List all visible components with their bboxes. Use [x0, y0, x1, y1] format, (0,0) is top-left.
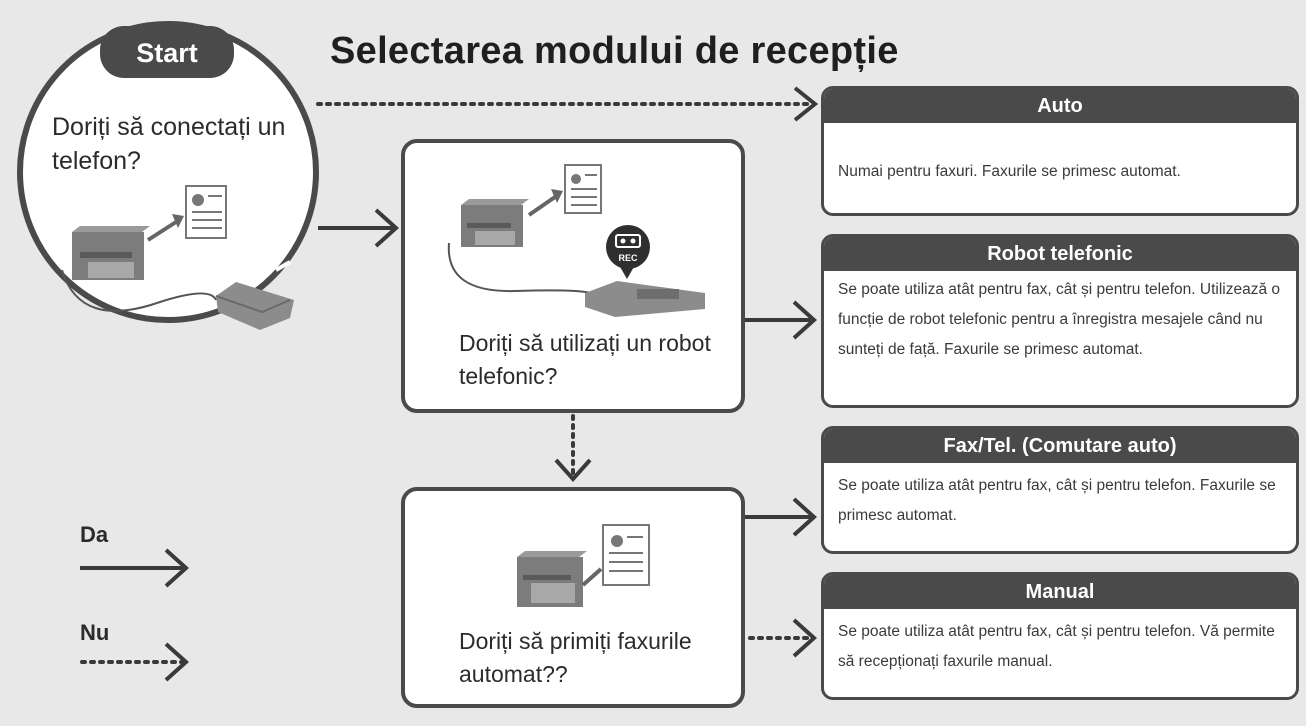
arrow-start-to-q1	[318, 208, 399, 248]
printer-icon	[61, 226, 217, 312]
mode-box-answering-machine: Robot telefonic Se poate utiliza atât pe…	[821, 234, 1299, 408]
page-title: Selectarea modului de recepție	[330, 30, 899, 72]
mode-title: Robot telefonic	[824, 237, 1296, 271]
arrow-q2-to-faxtel	[745, 497, 817, 537]
legend-yes-arrow	[80, 548, 189, 588]
arrow-q2-to-manual	[748, 618, 817, 658]
mode-description: Se poate utiliza atât pentru fax, cât și…	[838, 477, 1276, 524]
question-box-auto-receive: Doriți să primiți faxurile automat??	[401, 487, 745, 708]
start-label: Start	[136, 38, 198, 68]
document-icon	[602, 524, 650, 586]
question-text: Doriți să utilizați un robot telefonic?	[459, 330, 711, 389]
rec-icon: REC	[606, 225, 650, 279]
legend-yes-label: Da	[80, 522, 109, 547]
legend-no-label: Nu	[80, 620, 110, 645]
printer-icon	[517, 551, 587, 607]
arrow-q1-to-q2	[554, 414, 592, 482]
arrow-q1-to-robot	[745, 300, 817, 340]
start-question: Doriți să conectați un telefon?	[52, 113, 286, 175]
telephone-icon	[215, 247, 294, 330]
mode-title: Auto	[824, 89, 1296, 123]
auto-receive-illustration	[517, 524, 650, 607]
mode-title: Manual	[824, 575, 1296, 609]
printer-icon	[447, 199, 592, 294]
mode-box-manual: Manual Se poate utiliza atât pentru fax,…	[821, 572, 1299, 700]
legend-no-arrow	[80, 642, 189, 682]
arrow-print-icon	[581, 567, 603, 587]
arrow-print-icon	[527, 189, 563, 217]
arrow-print-icon	[146, 214, 184, 242]
mode-title: Fax/Tel. (Comutare auto)	[824, 429, 1296, 463]
document-icon	[185, 185, 227, 239]
question-box-answering-machine: REC Doriți să utilizați un robot telefon…	[401, 139, 745, 413]
arrow-start-to-auto	[316, 86, 819, 122]
question-text: Doriți să primiți faxurile automat??	[459, 628, 692, 687]
answering-machine-illustration: REC	[447, 164, 705, 317]
mode-description: Numai pentru faxuri. Faxurile se primesc…	[838, 163, 1181, 180]
mode-box-fax-tel: Fax/Tel. (Comutare auto) Se poate utiliz…	[821, 426, 1299, 554]
document-icon	[564, 164, 602, 214]
rec-label: REC	[618, 253, 638, 263]
fax-phone-icon	[585, 250, 705, 317]
mode-box-auto: Auto Numai pentru faxuri. Faxurile se pr…	[821, 86, 1299, 216]
mode-description: Se poate utiliza atât pentru fax, cât și…	[838, 623, 1275, 670]
mode-description: Se poate utiliza atât pentru fax, cât și…	[838, 281, 1281, 358]
